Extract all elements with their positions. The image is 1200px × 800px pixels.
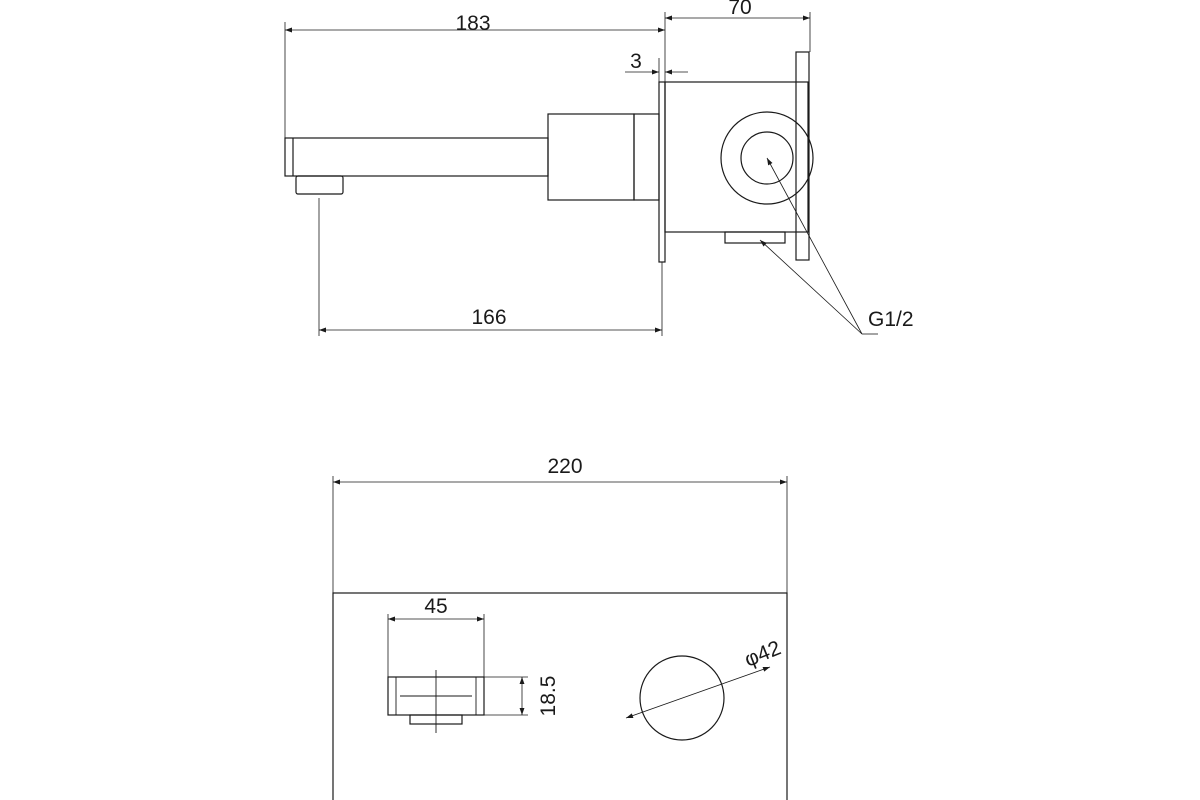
dim-label-45: 45: [424, 595, 447, 618]
thread-leader-upper: [766, 157, 863, 335]
thread-leader-lower: [759, 239, 863, 335]
dim-label-18-5: 18.5: [537, 676, 560, 717]
spout-outlet: [387, 670, 485, 733]
handle-block: [547, 113, 660, 201]
valve-body: [664, 51, 814, 261]
dim-line-42: [625, 666, 771, 719]
dim-label-183: 183: [455, 12, 490, 35]
dim-label-3: 3: [630, 50, 642, 73]
wall-plate: [658, 81, 666, 263]
side-view: 183 70 3 166 G1/2: [284, 0, 914, 336]
dim-label-220: 220: [547, 455, 582, 478]
dim-label-42: φ42: [741, 636, 784, 671]
dim-label-166: 166: [471, 306, 506, 329]
dim-label-70: 70: [728, 0, 751, 19]
thread-label: G1/2: [868, 308, 914, 331]
front-plate: [332, 592, 788, 800]
front-view: 220 45 18.5 φ42: [332, 455, 788, 800]
spout: [284, 137, 549, 195]
